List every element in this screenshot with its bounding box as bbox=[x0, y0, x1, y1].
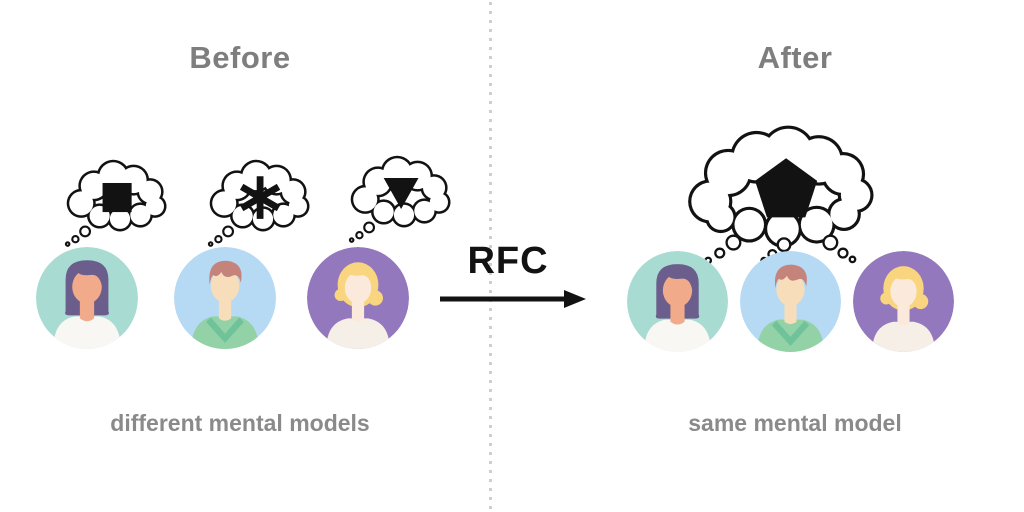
square-icon bbox=[102, 182, 132, 213]
thought-bubble-asterisk bbox=[207, 158, 311, 247]
avatar-woman-purple-hair bbox=[627, 251, 728, 352]
thought-bubble-square bbox=[64, 158, 168, 247]
right-caption: same mental model bbox=[688, 410, 902, 436]
triangle-down-icon bbox=[383, 178, 419, 210]
thought-bubble-pentagon bbox=[686, 124, 875, 265]
left-caption: different mental models bbox=[110, 410, 370, 436]
avatar-person-blonde bbox=[307, 247, 409, 349]
avatar-person-blonde bbox=[853, 251, 954, 352]
thought-bubble-triangle bbox=[348, 154, 452, 243]
right-arrow-icon bbox=[440, 290, 586, 308]
rfc-label: RFC bbox=[467, 240, 549, 282]
after-title: After bbox=[757, 40, 833, 75]
before-title: Before bbox=[189, 40, 291, 75]
asterisk-icon bbox=[239, 176, 281, 219]
avatar-woman-purple-hair bbox=[36, 247, 138, 349]
pentagon-icon bbox=[755, 158, 818, 218]
avatar-man-green-shirt bbox=[740, 251, 841, 352]
divider-dotted-line bbox=[489, 2, 492, 510]
avatar-man-green-shirt bbox=[174, 247, 276, 349]
